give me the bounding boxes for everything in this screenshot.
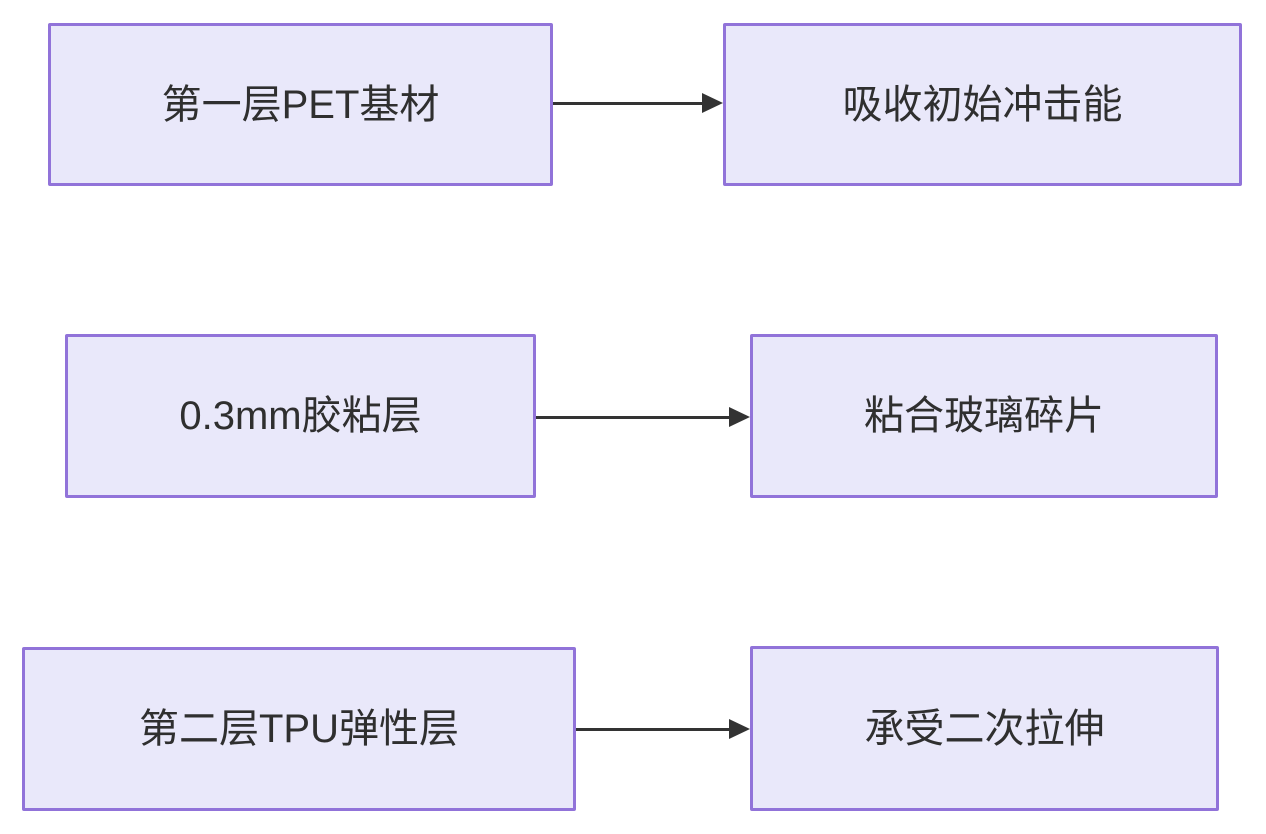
node-bond-glass: 粘合玻璃碎片: [750, 334, 1218, 498]
node-adhesive-layer: 0.3mm胶粘层: [65, 334, 536, 498]
node-layer1-pet: 第一层PET基材: [48, 23, 553, 186]
node-absorb-impact: 吸收初始冲击能: [723, 23, 1242, 186]
node-secondary-stretch: 承受二次拉伸: [750, 646, 1219, 811]
arrow-line: [576, 727, 729, 731]
node-layer2-tpu: 第二层TPU弹性层: [22, 647, 576, 811]
arrow-row3: [576, 719, 750, 739]
arrowhead-icon: [729, 719, 750, 739]
arrow-row2: [536, 407, 750, 427]
arrow-line: [536, 415, 729, 419]
arrowhead-icon: [702, 93, 723, 113]
arrow-row1: [553, 93, 723, 113]
arrow-line: [553, 101, 702, 105]
arrowhead-icon: [729, 407, 750, 427]
